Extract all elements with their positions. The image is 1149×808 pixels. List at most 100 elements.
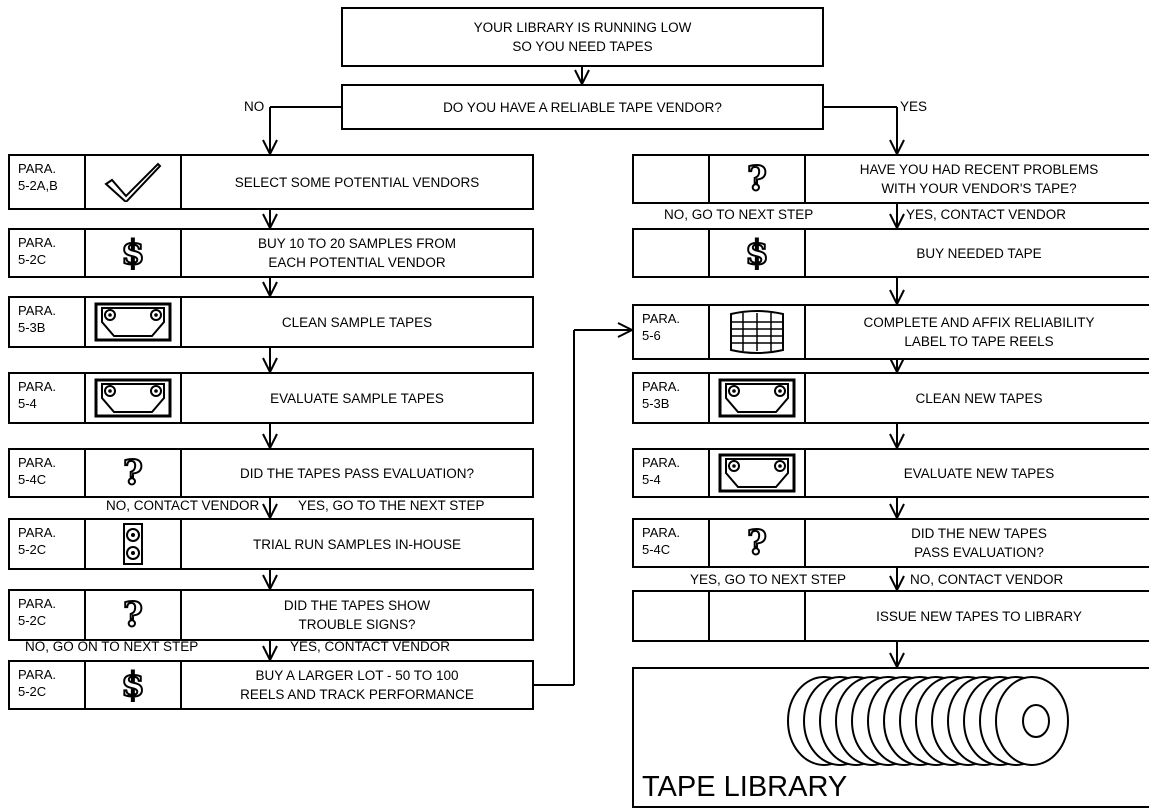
para-ref-line: 5-2A,B [18,178,58,193]
branch-label: NO, GO TO NEXT STEP [664,207,814,222]
tape-reels-icon [787,676,1069,766]
right-step-5: PARA. 5-4 EVALUATE NEW TAPES [632,448,1149,498]
para-ref-line: PARA. [18,235,57,250]
tape-reel-hub [1022,704,1050,738]
question-icon: ? [710,156,806,202]
left-step-1: PARA.5-2A,B SELECT SOME POTENTIAL VENDORS [8,154,534,210]
left-step-6: PARA. 5-2C TRIAL RUN SAMPLES IN-HOUSE [8,518,534,570]
yes-branch-label: YES [900,99,928,114]
tape-library-box: TAPE LIBRARY [632,667,1149,808]
para-ref: PARA. 5-4 [10,374,86,422]
step-text-line: BUY A LARGER LOT - 50 TO 100 [255,668,459,683]
step-text-line: WITH YOUR VENDOR'S TAPE? [881,181,1077,196]
start-text-1: YOUR LIBRARY IS RUNNING LOW [473,20,692,35]
dollar-icon: $ [710,230,806,276]
para-ref-line: PARA. [18,596,57,611]
step-text-line: DID THE TAPES SHOW [283,598,431,613]
para-ref: PARA.5-4C [10,450,86,496]
step-text-line: BUY 10 TO 20 SAMPLES FROM [257,236,457,251]
para-ref-line: PARA. [18,379,57,394]
branch-label: YES, GO TO NEXT STEP [690,572,847,587]
question-icon: ? [710,520,806,566]
para-ref [634,156,710,202]
step-text: BUY 10 TO 20 SAMPLES FROM EACH POTENTIAL … [182,230,532,276]
para-ref-line: PARA. [642,455,681,470]
dollar-icon: $ [86,230,182,276]
step-text: BUY NEEDED TAPE [806,230,1149,276]
step-text-line: TROUBLE SIGNS? [298,617,416,632]
para-ref-line: 5-2C [18,542,47,557]
para-ref [634,592,710,640]
para-ref-line: PARA. [642,379,681,394]
step-text-line: EVALUATE NEW TAPES [903,465,1055,481]
tape-cleaner-icon [86,298,182,346]
para-ref: PARA. 5-2C [10,520,86,568]
para-ref: PARA. 5-2C [10,230,86,276]
para-ref: PARA.5-3B [634,374,710,422]
para-ref-line: 5-6 [642,328,661,343]
para-ref-line: 5-2C [18,613,47,628]
branch-label: YES, GO TO THE NEXT STEP [298,498,485,513]
dollar-icon: $ [86,662,182,708]
step-text: DID THE TAPES SHOW TROUBLE SIGNS? [182,591,532,639]
tape-evaluator-icon [86,374,182,422]
right-step-4: PARA.5-3B CLEAN NEW TAPES [632,372,1149,424]
vendor-question-box: DO YOU HAVE A RELIABLE TAPE VENDOR? [341,84,824,130]
tape-drive-icon [86,520,182,568]
tape-evaluator-icon [710,450,806,496]
tape-reel [995,676,1069,766]
left-step-4: PARA. 5-4 EVALUATE SAMPLE TAPES [8,372,534,424]
para-ref-line: PARA. [18,667,57,682]
step-text-line: HAVE YOU HAD RECENT PROBLEMS [859,162,1099,177]
right-step-3: PARA. 5-6 COMPLETE AND AFFIX RELIABILITY LA… [632,304,1149,360]
step-text-line: ISSUE NEW TAPES TO LIBRARY [876,608,1082,624]
para-ref [634,230,710,276]
step-text-line: EACH POTENTIAL VENDOR [268,255,446,270]
right-step-1: ? HAVE YOU HAD RECENT PROBLEMS WITH YOUR V… [632,154,1149,204]
step-text: DID THE TAPES PASS EVALUATION? [182,450,532,496]
branch-label: YES, CONTACT VENDOR [290,639,451,654]
para-ref-line: PARA. [642,311,681,326]
step-text-line: CLEAN NEW TAPES [915,390,1043,406]
step-text-line: LABEL TO TAPE REELS [904,334,1054,349]
right-step-2: $ BUY NEEDED TAPE [632,228,1149,278]
step-text: CLEAN SAMPLE TAPES [182,298,532,346]
step-text: COMPLETE AND AFFIX RELIABILITY LABEL TO T… [806,306,1149,358]
para-ref-line: 5-4C [18,472,47,487]
para-ref: PARA.5-2A,B [10,156,86,208]
step-text-line: COMPLETE AND AFFIX RELIABILITY [863,315,1095,330]
vendor-question-text: DO YOU HAVE A RELIABLE TAPE VENDOR? [443,99,722,115]
step-text: HAVE YOU HAD RECENT PROBLEMS WITH YOUR VE… [806,156,1149,202]
step-text-line: SELECT SOME POTENTIAL VENDORS [234,174,480,190]
left-step-3: PARA.5-3B CLEAN SAMPLE TAPES [8,296,534,348]
para-ref: PARA.5-3B [10,298,86,346]
step-text: EVALUATE NEW TAPES [806,450,1149,496]
para-ref-line: 5-4C [642,542,671,557]
branch-label: YES, CONTACT VENDOR [906,207,1067,222]
step-text: ISSUE NEW TAPES TO LIBRARY [806,592,1149,640]
para-ref-line: PARA. [18,525,57,540]
para-ref-line: 5-2C [18,252,47,267]
blank-icon-cell [710,592,806,640]
right-step-7: ISSUE NEW TAPES TO LIBRARY [632,590,1149,642]
step-text-line: REELS AND TRACK PERFORMANCE [240,687,474,702]
para-ref-line: 5-4 [642,472,661,487]
tape-library-label: TAPE LIBRARY [642,771,848,803]
left-step-2: PARA. 5-2C $ BUY 10 TO 20 SAMPLES FROM EACH … [8,228,534,278]
question-icon: ? [86,591,182,639]
step-text-line: BUY NEEDED TAPE [916,245,1042,261]
step-text-line: TRIAL RUN SAMPLES IN-HOUSE [252,536,462,552]
step-text-line: PASS EVALUATION? [914,545,1044,560]
step-text: EVALUATE SAMPLE TAPES [182,374,532,422]
start-box: YOUR LIBRARY IS RUNNING LOW SO YOU NEED … [341,7,824,67]
para-ref: PARA. 5-2C [10,591,86,639]
step-text: SELECT SOME POTENTIAL VENDORS [182,156,532,208]
step-text: TRIAL RUN SAMPLES IN-HOUSE [182,520,532,568]
branch-label: NO, GO ON TO NEXT STEP [25,639,199,654]
para-ref-line: 5-4 [18,396,37,411]
para-ref: PARA. 5-4 [634,450,710,496]
